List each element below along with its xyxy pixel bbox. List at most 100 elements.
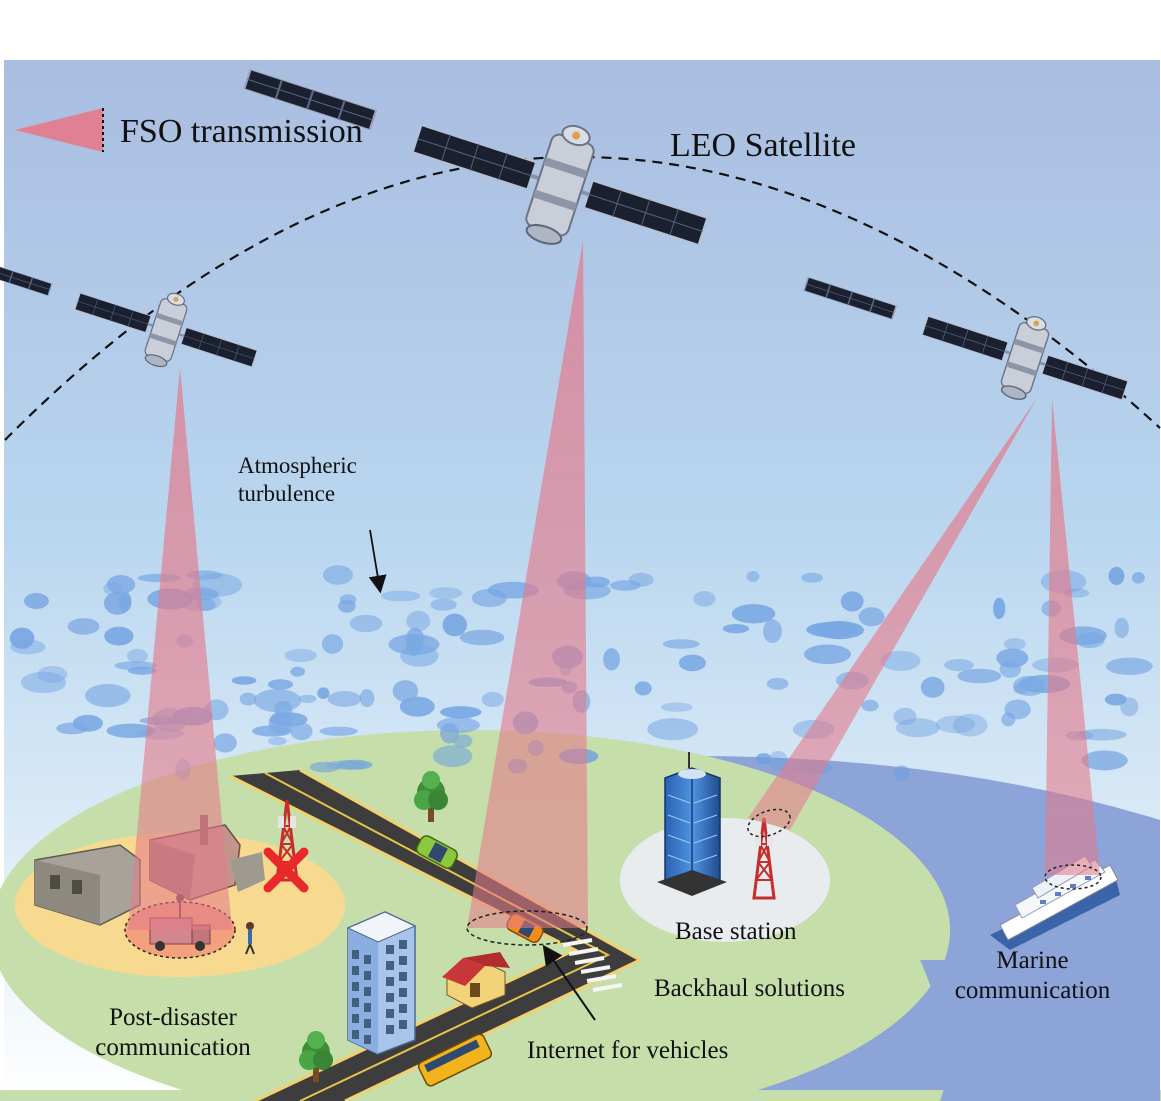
turbulence-cell — [766, 677, 789, 690]
turbulence-cell — [678, 654, 706, 672]
turbulence-label-line1: Atmospheric — [238, 453, 357, 478]
turbulence-cell — [309, 761, 340, 773]
window — [386, 993, 394, 1002]
turbulence-cell — [442, 613, 467, 637]
turbulence-cell — [37, 666, 68, 683]
turbulence-arrow — [368, 529, 387, 594]
window — [352, 966, 359, 975]
turbulence-cell — [693, 591, 716, 607]
turbulence-cell — [106, 575, 136, 594]
window — [386, 961, 394, 970]
turbulence-cell — [381, 590, 421, 602]
turbulence-cell — [993, 597, 1006, 620]
fso-beam-disaster — [128, 368, 232, 930]
turbulence-cell — [996, 648, 1029, 668]
turbulence-cell — [609, 580, 641, 591]
marine-label: Marine communication — [935, 946, 1130, 1006]
turbulence-cell — [768, 750, 788, 771]
backhaul-label: Backhaul solutions — [654, 975, 845, 1002]
turbulence-cell — [1104, 693, 1127, 706]
turbulence-cell — [114, 661, 157, 671]
turbulence-cell — [880, 650, 921, 671]
turbulence-cell — [400, 644, 439, 667]
turbulence-cell — [319, 726, 358, 736]
turbulence-cell — [1114, 617, 1129, 639]
window — [364, 1003, 371, 1012]
turbulence-cell — [317, 687, 330, 699]
turbulence-cell — [861, 699, 879, 712]
window — [399, 956, 407, 965]
turbulence-cell — [239, 692, 257, 706]
turbulence-cell — [213, 733, 237, 753]
turbulence-cell — [481, 691, 504, 708]
turbulence-cell — [85, 684, 131, 708]
turbulence-cell — [763, 619, 782, 644]
marine-line2: communication — [954, 977, 1111, 1004]
window — [352, 998, 359, 1007]
window — [364, 1035, 371, 1044]
turbulence-cell — [634, 681, 652, 696]
window — [352, 1014, 359, 1023]
turbulence-cell — [126, 648, 148, 664]
turbulence-cell — [1106, 657, 1153, 675]
window — [399, 972, 407, 981]
skyscraper-icon — [657, 752, 727, 896]
turbulence-cell — [1004, 699, 1031, 720]
fso-beam-backhaul — [748, 398, 1037, 830]
turbulence-cell — [359, 689, 375, 708]
window — [364, 955, 371, 964]
window — [386, 945, 394, 954]
turbulence-cell — [321, 634, 344, 654]
fso-beam-marine — [1045, 398, 1100, 875]
turbulence-cell — [388, 633, 440, 655]
turbulence-cell — [56, 722, 88, 735]
turbulence-cell — [755, 753, 772, 765]
turbulence-cell — [104, 626, 134, 646]
turbulence-cell — [23, 593, 49, 609]
turbulence-cell — [722, 624, 750, 634]
turbulence-cell — [1131, 572, 1145, 584]
turbulence-cell — [944, 659, 974, 672]
turbulence-cell — [9, 627, 35, 649]
window — [386, 1025, 394, 1034]
window — [386, 1009, 394, 1018]
turbulence-cell — [858, 607, 885, 627]
turbulence-cell — [804, 644, 851, 665]
person — [245, 922, 255, 955]
turbulence-cell — [459, 629, 505, 646]
turbulence-cell — [106, 723, 156, 738]
turbulence-cell — [746, 571, 760, 582]
legend-label: FSO transmission — [120, 113, 363, 150]
turbulence-cell — [895, 718, 940, 738]
turbulence-cell — [252, 725, 292, 737]
turbulence-cell — [806, 621, 858, 638]
turbulence-cell — [322, 565, 353, 585]
turbulence-cell — [349, 614, 383, 633]
turbulence-cell — [471, 588, 507, 608]
fso-beams — [128, 240, 1100, 930]
window — [352, 1030, 359, 1039]
turbulence-cell — [67, 618, 100, 635]
apartment-building-icon — [346, 911, 417, 1055]
turbulence-cell — [284, 648, 317, 663]
window — [364, 1019, 371, 1028]
turbulence-cell — [327, 691, 362, 707]
post-disaster-line2: communication — [95, 1034, 251, 1061]
turbulence-cell — [893, 765, 911, 782]
window — [386, 977, 394, 986]
turbulence-cell — [298, 694, 317, 704]
turbulence-cell — [957, 668, 1002, 684]
turbulence-cell — [430, 598, 457, 611]
turbulence-cell — [231, 676, 257, 685]
turbulence-cell — [840, 591, 864, 612]
turbulence-cell — [1003, 638, 1026, 650]
house-icon — [442, 952, 510, 1009]
turbulence-cell — [429, 587, 463, 599]
turbulence-cell — [118, 591, 132, 612]
turbulence-cell — [1077, 728, 1127, 741]
window — [399, 940, 407, 949]
vehicles-label: Internet for vehicles — [527, 1037, 729, 1064]
turbulence-cell — [661, 702, 693, 712]
turbulence-cell — [1013, 675, 1046, 696]
